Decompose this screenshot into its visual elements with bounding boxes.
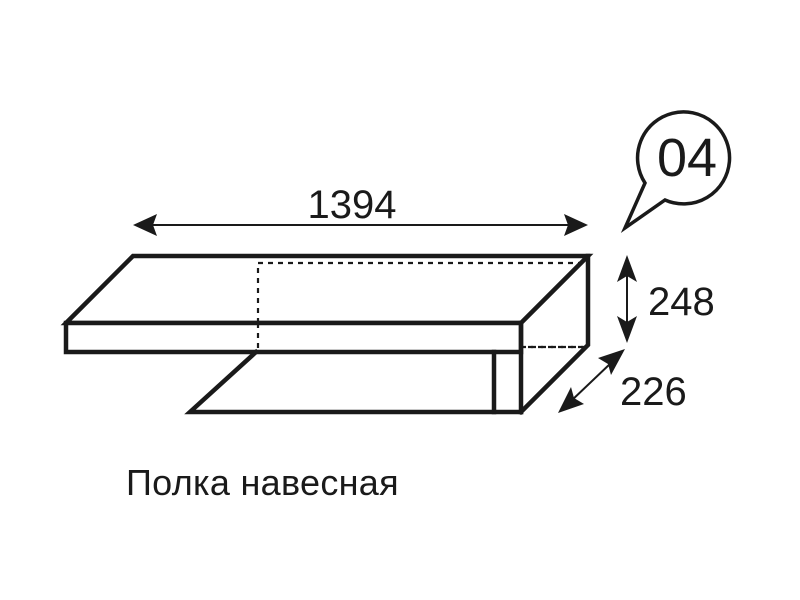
arrow-left-icon — [133, 214, 157, 236]
arrow-up-icon — [617, 255, 637, 282]
arrow-down-icon — [617, 316, 637, 343]
arrow-upright-icon — [598, 349, 625, 375]
height-label: 248 — [648, 280, 715, 324]
width-label: 1394 — [308, 183, 397, 227]
product-caption: Полка навесная — [126, 462, 399, 503]
shelf-bottom-plate — [184, 348, 524, 415]
depth-dimension: 226 — [558, 349, 687, 414]
width-dimension: 1394 — [133, 183, 588, 236]
shelf-body — [60, 253, 594, 416]
shelf-front-edge — [63, 320, 524, 355]
shelf-right-side — [517, 253, 591, 416]
item-number-badge: 04 — [620, 110, 732, 234]
height-dimension: 248 — [617, 255, 715, 343]
arrow-downleft-icon — [558, 387, 584, 413]
item-number: 04 — [657, 128, 717, 188]
arrow-right-icon — [564, 214, 588, 236]
shelf-top-face — [60, 253, 594, 326]
depth-label: 226 — [620, 370, 687, 414]
